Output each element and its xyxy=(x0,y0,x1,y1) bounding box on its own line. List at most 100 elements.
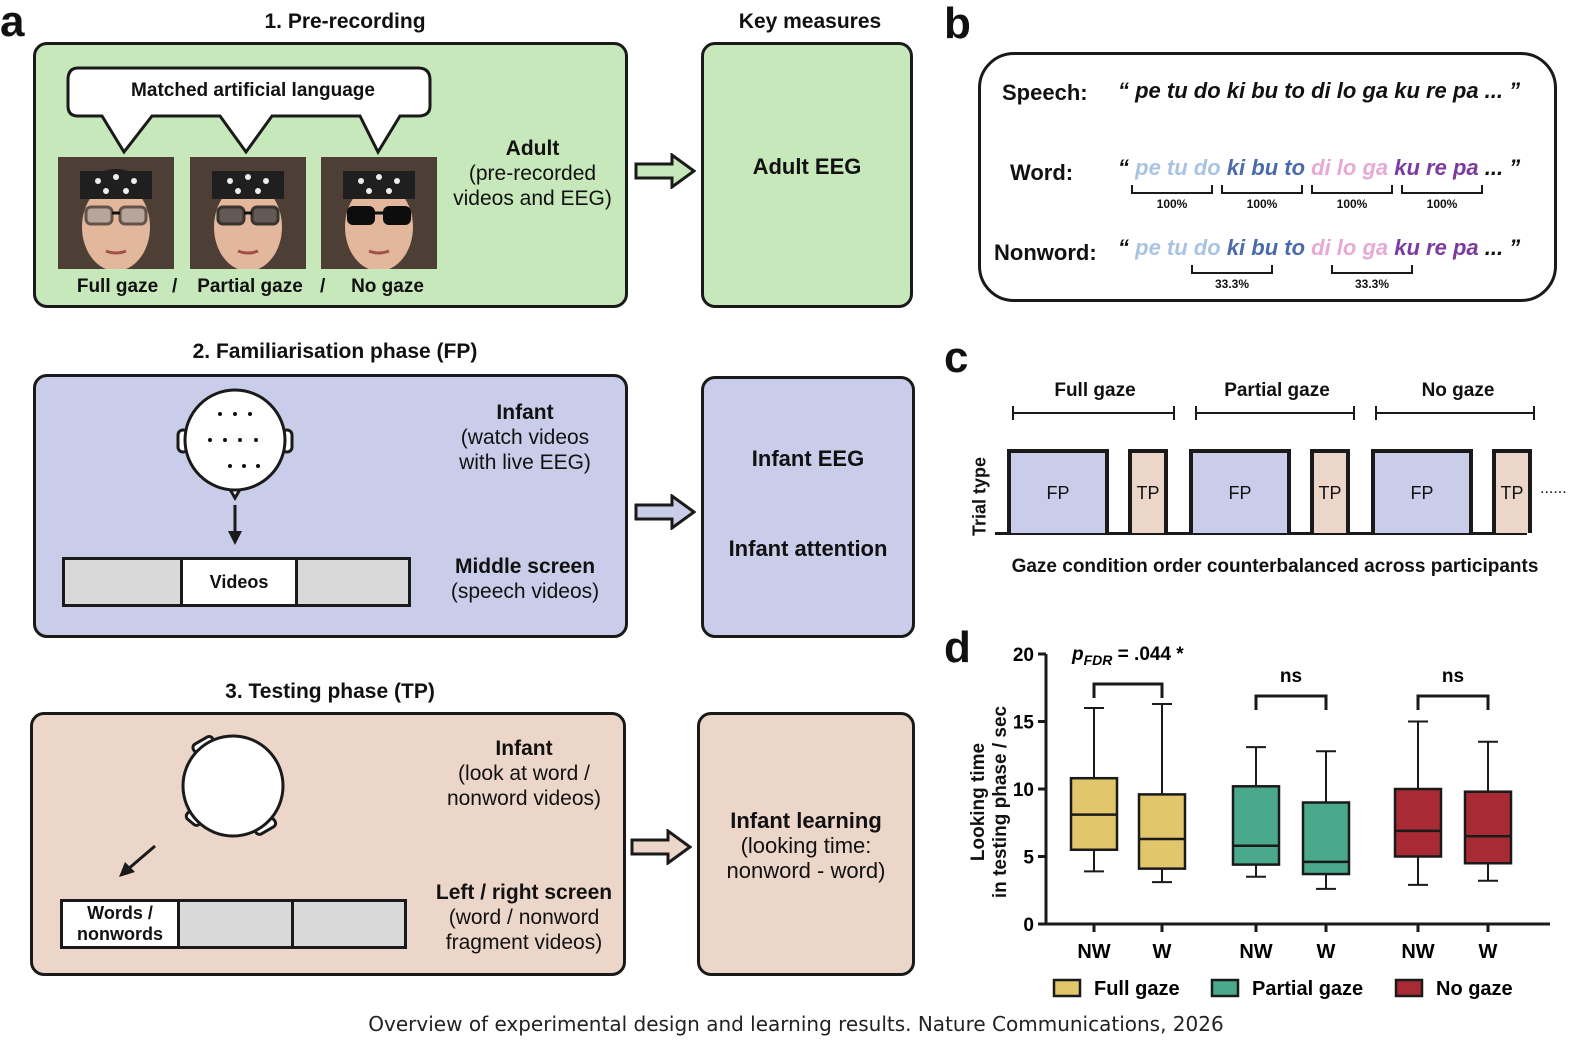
legend-swatch xyxy=(1210,978,1240,998)
infant-attention-measure: Infant attention xyxy=(728,536,888,561)
y-tick-label: 0 xyxy=(1023,915,1034,936)
screen-right-panel-tp xyxy=(294,902,404,946)
trial-ellipsis: ...... xyxy=(1540,480,1567,497)
word-pct-4: 100% xyxy=(1426,197,1458,211)
word-pct-3: 100% xyxy=(1336,197,1368,211)
screen-left-panel xyxy=(65,560,183,604)
trial-tp-none: TP xyxy=(1492,449,1532,533)
nonword-pct-2: 33.3% xyxy=(1354,277,1390,291)
fp-screen-label: Middle screen xyxy=(454,555,596,578)
diagonal-arrow xyxy=(119,844,156,877)
face-partial-gaze xyxy=(190,157,306,269)
fp-screen-description: Middle screen (speech videos) xyxy=(425,554,625,604)
fp-infant-description: Infant (watch videos with live EEG) xyxy=(430,400,620,475)
screen-middle-panel xyxy=(180,902,294,946)
screen-videos-panel: Videos xyxy=(183,560,298,604)
adult-label: Adult xyxy=(505,137,560,160)
chart-ylabel-line-1: Looking time xyxy=(968,742,989,862)
tp-infant-label: Infant xyxy=(495,737,553,760)
word-seg-3: di lo ga xyxy=(1311,155,1389,180)
screen-words-panel: Words / nonwords xyxy=(63,902,180,946)
tp-infant-description: Infant (look at word / nonword videos) xyxy=(428,736,620,811)
nonword-seg-2: ki bu to xyxy=(1226,235,1306,260)
speech-syllables: “ pe tu do ki bu to di lo ga ku re pa ..… xyxy=(1118,78,1521,103)
box-body xyxy=(1463,790,1513,865)
gaze-label-none: No gaze xyxy=(351,276,424,297)
legend-swatch xyxy=(1052,978,1082,998)
group-label-partial: Partial gaze xyxy=(1224,380,1330,401)
p-value-label: pFDR = .044 * xyxy=(1071,644,1184,668)
nonword-syllables: “ pe tu do ki bu to di lo ga ku re pa ..… xyxy=(1118,235,1520,261)
word-pct-2: 100% xyxy=(1246,197,1278,211)
adult-sub-2: videos and EEG) xyxy=(453,187,612,210)
adult-sub-1: (pre-recorded xyxy=(468,162,597,185)
legend-label: No gaze xyxy=(1436,978,1513,1000)
trial-tp-partial: TP xyxy=(1310,449,1350,533)
x-tick-label: W xyxy=(1153,941,1172,963)
words-label-2: nonwords xyxy=(77,924,163,944)
infant-head-top-view xyxy=(176,388,294,501)
word-brackets xyxy=(1131,185,1483,194)
learning-measure-sub-2: nonword - word) xyxy=(726,858,886,883)
significance-bracket xyxy=(1416,694,1490,710)
fp-infant-sub-1: (watch videos xyxy=(460,426,590,449)
word-close-quote: ... ” xyxy=(1484,155,1521,180)
tp-infant-sub-1: (look at word / xyxy=(458,762,590,785)
down-arrow xyxy=(228,505,242,545)
tp-screen-label: Left / right screen xyxy=(435,881,613,904)
trial-fp-none: FP xyxy=(1371,449,1473,533)
x-tick-label: NW xyxy=(1077,941,1110,963)
infant-head-turned xyxy=(181,734,285,838)
face-full-gaze xyxy=(58,157,174,269)
word-syllables: “ pe tu do ki bu to di lo ga ku re pa ..… xyxy=(1118,155,1520,181)
learning-measure-box xyxy=(697,712,915,976)
trial-fp-partial: FP xyxy=(1189,449,1291,533)
y-tick-label: 15 xyxy=(1013,713,1035,734)
middle-screen-display: Videos xyxy=(62,557,411,607)
y-tick-label: 20 xyxy=(1013,645,1034,666)
testing-title: 3. Testing phase (TP) xyxy=(225,680,435,703)
y-tick-label: 10 xyxy=(1013,780,1034,801)
group-span-lines xyxy=(1012,406,1535,420)
word-pct-1: 100% xyxy=(1156,197,1188,211)
adult-measure-box xyxy=(701,42,913,308)
significance-label: ns xyxy=(1442,666,1464,687)
trial-tp-full: TP xyxy=(1128,449,1168,533)
x-tick-label: W xyxy=(1317,941,1336,963)
infant-measure-box xyxy=(701,376,915,638)
speech-bubble xyxy=(66,66,432,156)
syllable-stream-box xyxy=(978,52,1557,302)
word-seg-1: pe tu do xyxy=(1135,155,1221,180)
learning-measure-title: Infant learning xyxy=(730,808,882,833)
learning-measure: Infant learning (looking time: nonword -… xyxy=(697,808,915,883)
nonword-pct-1: 33.3% xyxy=(1214,277,1250,291)
fp-screen-sub: (speech videos) xyxy=(450,580,600,603)
fp-infant-sub-2: with live EEG) xyxy=(459,451,591,474)
key-measures-title: Key measures xyxy=(738,10,882,33)
legend-label: Full gaze xyxy=(1094,978,1180,1000)
gaze-separator-1: / xyxy=(172,276,178,297)
group-label-full: Full gaze xyxy=(1054,380,1136,401)
arrow-testing xyxy=(630,829,692,865)
word-open-quote: “ xyxy=(1118,155,1129,180)
nonword-seg-3: di lo ga xyxy=(1311,235,1389,260)
nonword-seg-1: pe tu do xyxy=(1135,235,1221,260)
panel-d-letter: d xyxy=(944,623,971,672)
tp-infant-sub-2: nonword videos) xyxy=(446,787,602,810)
learning-measure-sub-1: (looking time: xyxy=(740,833,872,858)
face-no-gaze-image xyxy=(321,157,437,269)
tp-screen-sub-1: (word / nonword xyxy=(448,906,600,929)
gaze-label-partial: Partial gaze xyxy=(197,276,303,297)
screen-right-panel xyxy=(298,560,408,604)
figure-caption: Overview of experimental design and lear… xyxy=(368,1012,1224,1036)
adult-description: Adult (pre-recorded videos and EEG) xyxy=(440,136,625,211)
left-right-screen-display: Words / nonwords xyxy=(60,899,407,949)
speech-label: Speech: xyxy=(1002,80,1088,105)
box-body xyxy=(1231,785,1281,866)
x-tick-label: W xyxy=(1479,941,1498,963)
panel-b-letter: b xyxy=(944,0,971,48)
face-partial-gaze-image xyxy=(190,157,306,269)
tp-screen-sub-2: fragment videos) xyxy=(445,931,603,954)
speech-bubble-text: Matched artificial language xyxy=(131,80,375,101)
